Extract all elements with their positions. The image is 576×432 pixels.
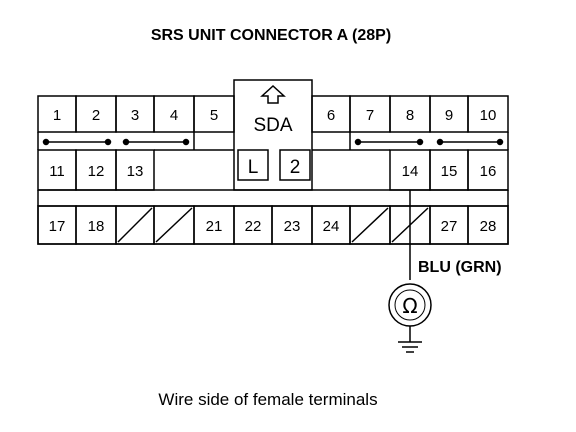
row2-cells (37, 132, 509, 191)
ohm-symbol: Ω (402, 294, 417, 318)
diagram-title: SRS UNIT CONNECTOR A (28P) (151, 27, 391, 44)
diagram-caption: Wire side of female terminals (158, 390, 377, 409)
pin-label: 6 (327, 107, 335, 124)
pin-label: 13 (127, 163, 144, 180)
pin-label: 5 (210, 107, 218, 124)
row1-labels: 1 2 3 4 5 6 7 8 9 10 (53, 107, 497, 124)
pin-label: 11 (49, 163, 65, 180)
pin-label: 8 (406, 107, 414, 124)
pin-label: 4 (170, 107, 178, 124)
pin-label: 21 (206, 218, 223, 235)
pin-label: 28 (480, 218, 497, 235)
pin-label: 24 (323, 218, 340, 235)
pin-label: 10 (480, 107, 497, 124)
pin-label: 9 (445, 107, 453, 124)
ohmmeter-icon: Ω (388, 283, 432, 327)
row2-labels: 11 12 13 14 15 16 (49, 163, 496, 180)
box-right-label: 2 (290, 157, 301, 178)
row3-labels: 17 18 21 22 23 24 27 28 (49, 218, 497, 235)
pin-label: 16 (480, 163, 497, 180)
connector-code: SDA (253, 115, 292, 136)
box-right (279, 149, 311, 181)
pin-label: 27 (441, 218, 458, 235)
pin-label: 3 (131, 107, 139, 124)
row3-cells (37, 205, 509, 245)
lock-arrow-icon (260, 84, 286, 104)
ground-icon (398, 326, 422, 353)
pin-label: 7 (366, 107, 374, 124)
pin-label: 15 (441, 163, 458, 180)
wire-color-label: BLU (GRN) (418, 259, 502, 276)
pin-label: 1 (53, 107, 61, 124)
pin-label: 2 (92, 107, 100, 124)
pin-label: 17 (49, 218, 66, 235)
box-left-label: L (248, 157, 259, 178)
pin-label: 23 (284, 218, 301, 235)
pin-label: 12 (88, 163, 105, 180)
box-left (237, 149, 269, 181)
shorting-bars (42, 138, 504, 146)
row1-cells (37, 95, 509, 133)
pin-label: 18 (88, 218, 105, 235)
connector-body (37, 79, 509, 245)
pin-label: 14 (402, 163, 419, 180)
pin-label: 22 (245, 218, 262, 235)
